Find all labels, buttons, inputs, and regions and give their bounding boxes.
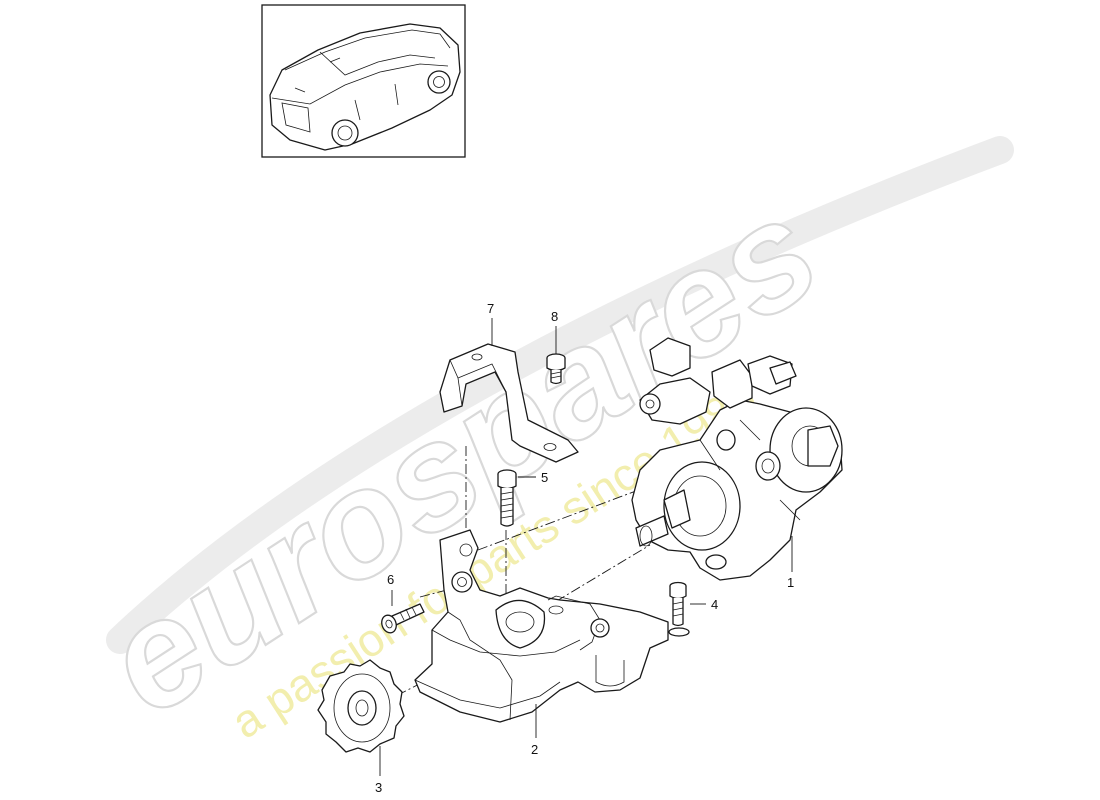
part-1-fuel-pump[interactable] [631, 337, 843, 581]
callout-3[interactable]: 3 [375, 746, 382, 795]
svg-text:8: 8 [551, 309, 558, 324]
svg-text:2: 2 [531, 742, 538, 757]
svg-text:1: 1 [787, 575, 794, 590]
callout-6[interactable]: 6 [387, 572, 394, 606]
part-6-bolt[interactable] [379, 603, 425, 635]
part-4-bolt[interactable] [668, 581, 690, 637]
svg-text:6: 6 [387, 572, 394, 587]
callout-2[interactable]: 2 [531, 704, 538, 757]
svg-text:7: 7 [487, 301, 494, 316]
vehicle-thumbnail[interactable] [261, 4, 466, 158]
callout-4[interactable]: 4 [690, 597, 718, 612]
part-8-bolt[interactable] [546, 353, 566, 385]
callout-5[interactable]: 5 [518, 470, 548, 485]
callout-7[interactable]: 7 [487, 301, 494, 346]
part-2-housing[interactable] [414, 529, 669, 723]
callout-8[interactable]: 8 [551, 309, 558, 354]
car-suv-icon [269, 23, 461, 151]
part-3-sprocket[interactable] [317, 659, 405, 753]
callout-1[interactable]: 1 [787, 536, 794, 590]
svg-text:5: 5 [541, 470, 548, 485]
part-7-bracket[interactable] [439, 343, 579, 463]
callouts: 1 2 3 4 5 6 7 8 [375, 301, 794, 795]
svg-text:4: 4 [711, 597, 718, 612]
part-5-bolt[interactable] [497, 469, 517, 527]
svg-text:3: 3 [375, 780, 382, 795]
